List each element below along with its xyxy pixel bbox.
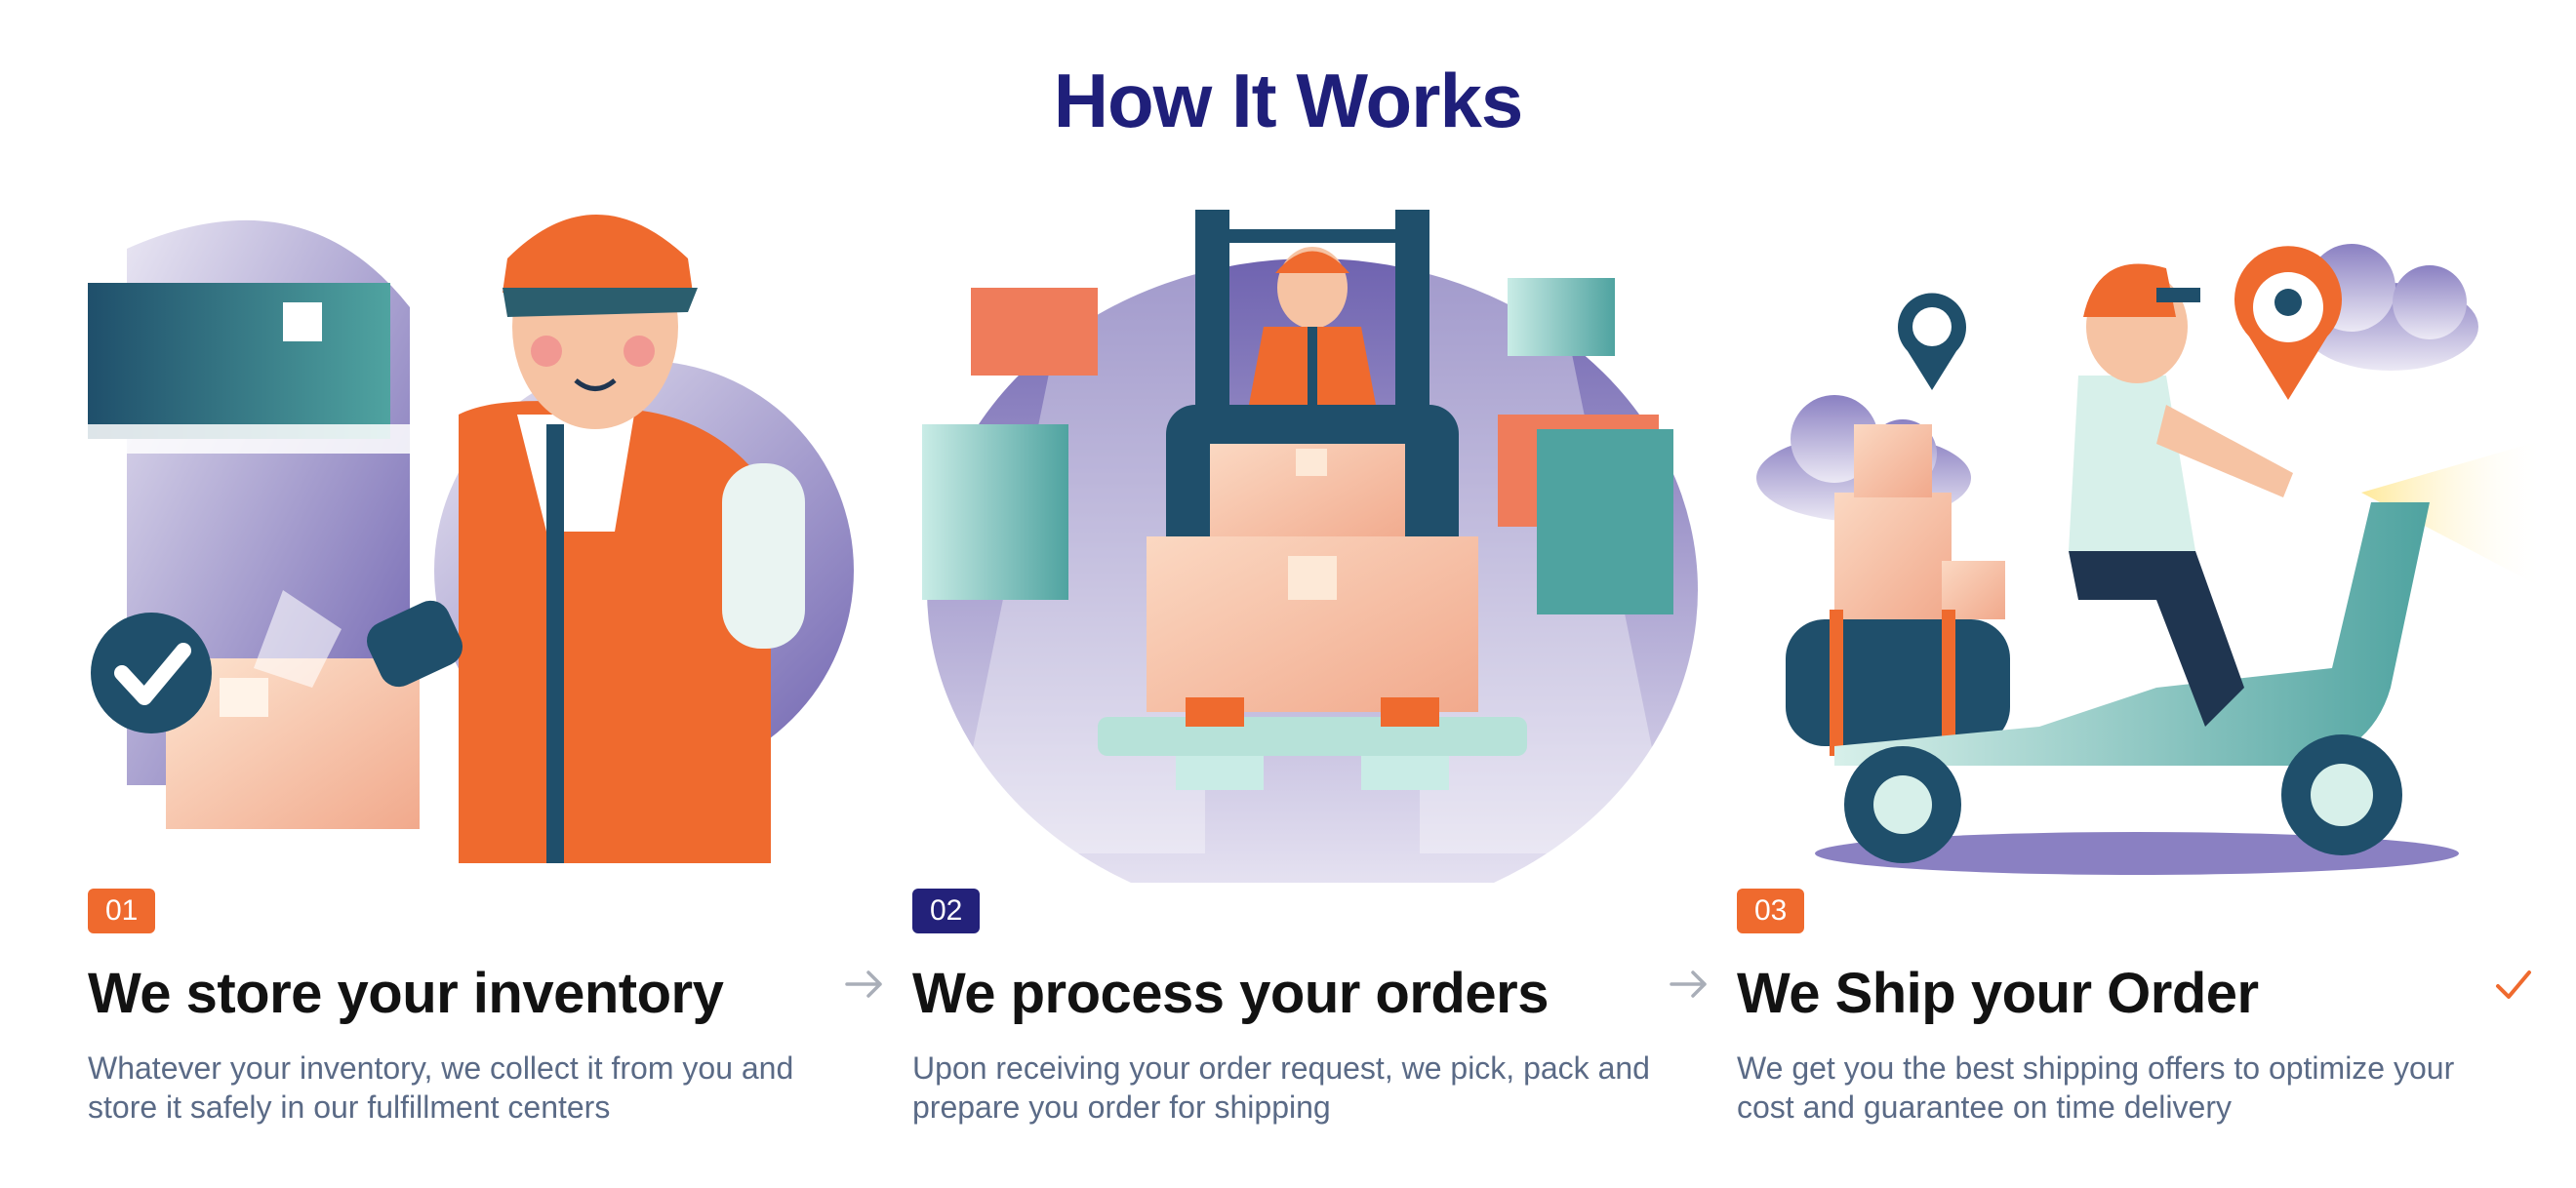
step-number-badge: 01 (88, 889, 156, 933)
illustration-courier-scooter (1747, 180, 2547, 883)
forklift-illustration (922, 210, 1698, 883)
step-card-ship: 03 We Ship your Order We get you the bes… (1737, 883, 2537, 1175)
courier-scooter-illustration (1756, 244, 2547, 875)
warehouse-worker-illustration (88, 215, 854, 863)
step-card-store: 01 We store your inventory Whatever your… (88, 883, 888, 1175)
arrow-right-icon[interactable] (1666, 961, 1712, 1008)
step-title: We Ship your Order (1737, 962, 2259, 1025)
illustration-forklift (912, 180, 1712, 883)
illustration-warehouse-worker (88, 180, 888, 883)
step-number-badge: 02 (912, 889, 981, 933)
step-title: We process your orders (912, 962, 1549, 1025)
step-title: We store your inventory (88, 962, 724, 1025)
page-title: How It Works (1053, 58, 1524, 143)
checkmark-icon (2490, 961, 2537, 1008)
step-description: Upon receiving your order request, we pi… (912, 1050, 1650, 1125)
step-description: We get you the best shipping offers to o… (1737, 1050, 2455, 1125)
step-card-process: 02 We process your orders Upon receiving… (912, 883, 1712, 1175)
arrow-right-icon[interactable] (841, 961, 888, 1008)
step-number-badge: 03 (1737, 889, 1805, 933)
step-description: Whatever your inventory, we collect it f… (88, 1050, 794, 1125)
